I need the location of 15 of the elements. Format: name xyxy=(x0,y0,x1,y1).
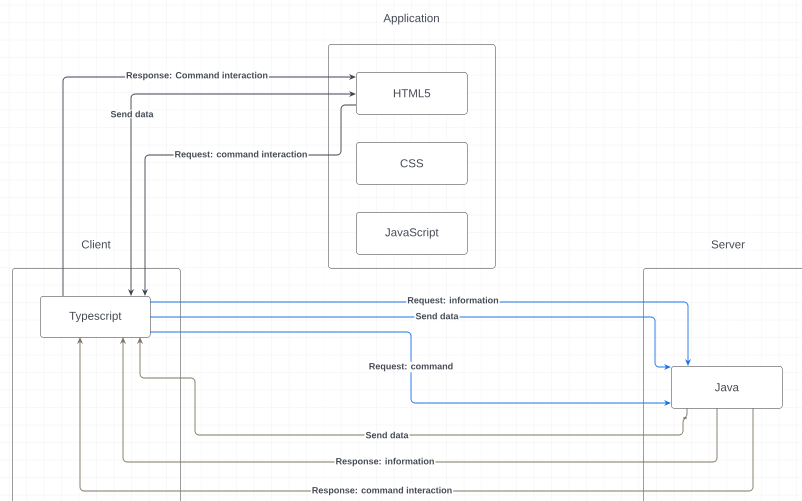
edge-label: Send data xyxy=(414,312,460,320)
process-box: Typescript xyxy=(40,296,151,338)
container-title: Server xyxy=(712,240,745,248)
edge-label: Request: command interaction xyxy=(174,150,308,160)
edge-label: Response: Command interaction xyxy=(125,70,269,82)
process-box: HTML5 xyxy=(356,72,468,115)
edge-label: Send data xyxy=(364,430,410,440)
edge-label: Response: command interaction xyxy=(310,486,454,496)
edge-label: Response: information xyxy=(334,456,436,468)
container-title: Client xyxy=(82,240,111,248)
process-box: JavaScript xyxy=(356,212,468,255)
process-box: CSS xyxy=(356,142,468,185)
edge-label: Send data xyxy=(110,110,154,118)
process-box: Java xyxy=(671,366,783,409)
container-title: Application xyxy=(383,14,439,24)
